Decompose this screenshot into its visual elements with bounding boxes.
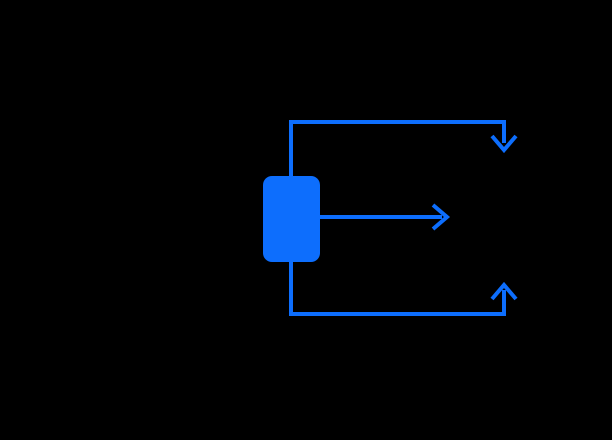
node-layer (263, 176, 320, 262)
bottom-feedback-path[interactable] (289, 262, 506, 316)
arrowhead-right-icon (431, 203, 451, 231)
arrowhead-down-icon (490, 134, 518, 154)
process-block[interactable] (263, 176, 320, 262)
edge-layer (289, 120, 518, 316)
arrowhead-up-icon (490, 281, 518, 301)
top-feedback-path[interactable] (289, 120, 506, 176)
